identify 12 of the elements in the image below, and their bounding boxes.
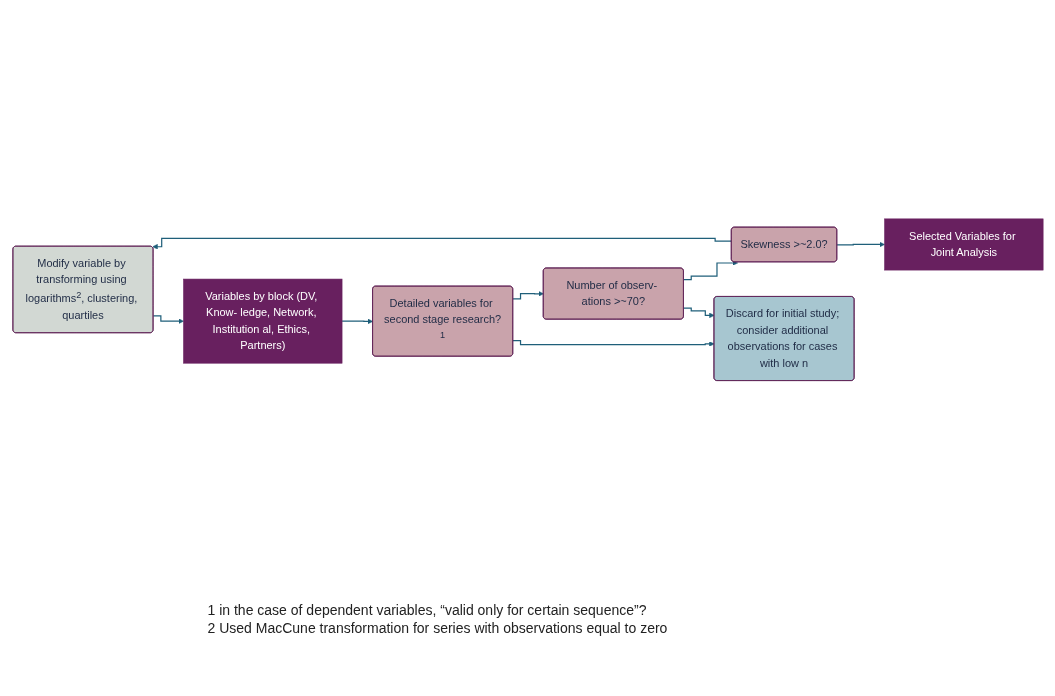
arrow bbox=[511, 340, 714, 347]
arrow bbox=[836, 242, 885, 248]
node-box: Selected Variables for Joint Analysis bbox=[883, 218, 1043, 271]
footnote: 1 in the case of dependent variables, “valid only for certain sequence”? bbox=[207, 602, 648, 618]
arrow bbox=[151, 238, 732, 250]
arrow bbox=[682, 260, 738, 281]
node-box: Variables by block (DV, Know- ledge, Network, Institution al, Ethics, Partners) bbox=[182, 279, 342, 364]
footnote: 2 Used MacCune transformation for series with observations equal to zero bbox=[207, 620, 669, 636]
arrow bbox=[511, 291, 544, 300]
arrow bbox=[152, 315, 184, 325]
arrow bbox=[682, 307, 715, 319]
arrow bbox=[340, 319, 373, 325]
